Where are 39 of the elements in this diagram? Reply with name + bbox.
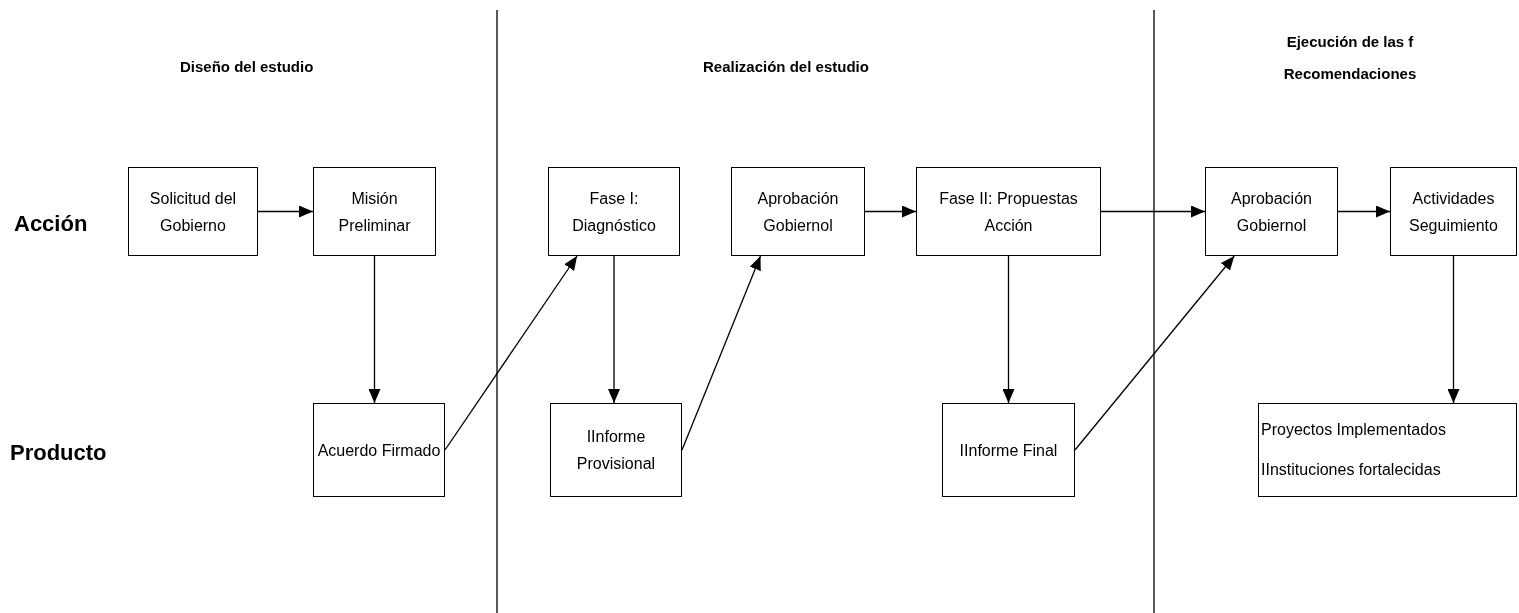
process-box <box>313 167 436 256</box>
process-box <box>1205 167 1338 256</box>
arrow <box>1100 205 1206 218</box>
box-text: Proyectos Implementados <box>1261 420 1446 440</box>
arrow <box>444 255 578 451</box>
box-text: Fase II: Propuestas Acción <box>938 188 1079 236</box>
arrow <box>1337 205 1391 218</box>
arrow <box>1447 255 1460 404</box>
process-box <box>731 167 865 256</box>
row-label: Acción <box>14 211 88 237</box>
arrow <box>368 255 381 404</box>
process-box <box>916 167 1101 256</box>
process-box <box>1390 167 1517 256</box>
process-box <box>550 403 682 497</box>
process-box <box>313 403 445 497</box>
box-text: Misión Preliminar <box>337 188 412 236</box>
arrow <box>681 255 762 451</box>
arrow <box>1002 255 1015 404</box>
phase-heading: Ejecución de las f Recomendaciones <box>1282 32 1418 84</box>
row-label: Producto <box>10 440 107 466</box>
box-text: Solicitud del Gobierno <box>148 188 238 236</box>
box-text: IInforme Provisional <box>575 427 657 474</box>
process-box <box>128 167 258 256</box>
box-text: IInstituciones fortalecidas <box>1261 460 1441 480</box>
process-box <box>942 403 1075 497</box>
box-text: Aprobación Gobiernol <box>756 188 840 236</box>
box-text: Fase I: Diagnóstico <box>571 188 657 236</box>
box-text: Actividades Seguimiento <box>1408 188 1499 236</box>
arrow <box>608 255 620 404</box>
phase-heading: Diseño del estudio <box>180 58 314 75</box>
box-text: IInforme Final <box>959 440 1058 461</box>
box-text: Acuerdo Firmado <box>317 440 441 461</box>
arrow <box>1074 255 1235 451</box>
phase-heading: Realización del estudio <box>703 58 869 75</box>
process-box <box>548 167 680 256</box>
arrow <box>864 205 917 218</box>
process-box <box>1258 403 1517 497</box>
box-text: Aprobación Gobiernol <box>1230 188 1313 236</box>
arrow <box>257 205 314 218</box>
